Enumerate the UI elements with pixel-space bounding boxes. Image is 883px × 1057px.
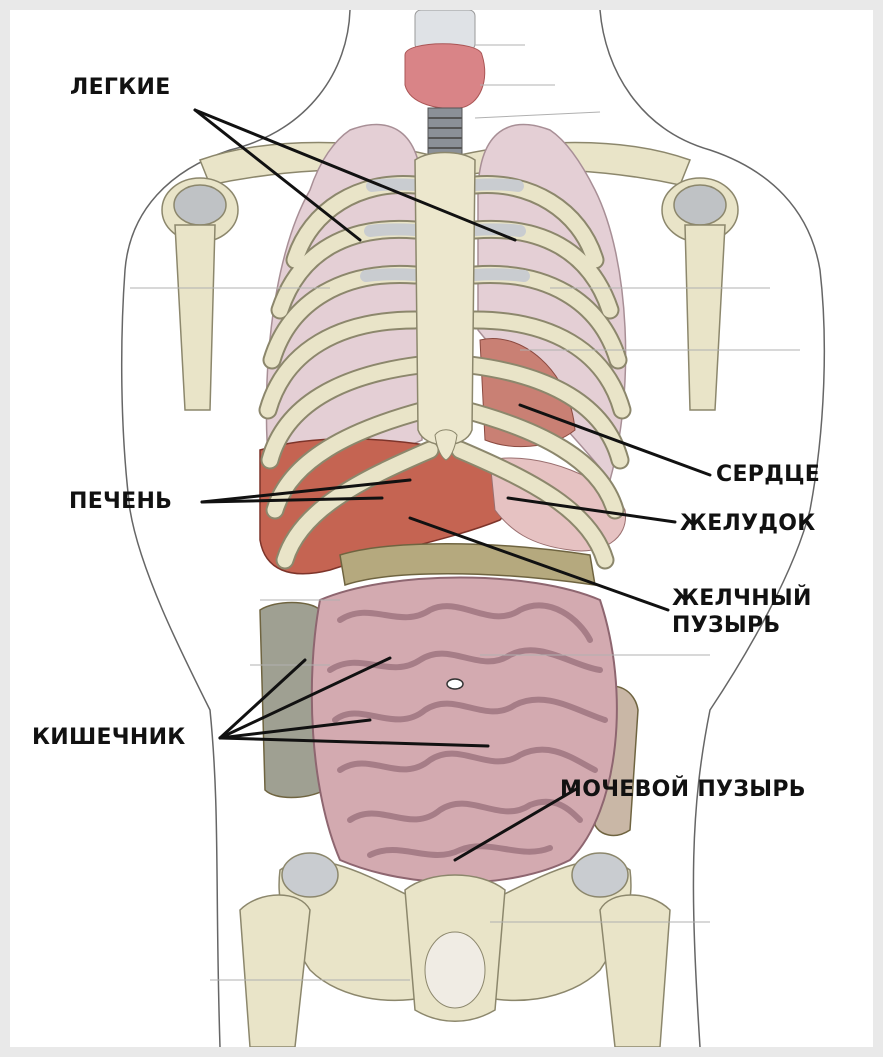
label-bladder: МОЧЕВОЙ ПУЗЫРЬ — [560, 778, 806, 802]
label-gallbladder-line1: ЖЕЛЧНЫЙ — [672, 587, 812, 611]
label-lungs: ЛЕГКИЕ — [70, 76, 171, 100]
label-stomach: ЖЕЛУДОК — [680, 512, 816, 536]
anatomy-figure: ЛЕГКИЕ СЕРДЦЕ ПЕЧЕНЬ ЖЕЛУДОК ЖЕЛЧНЫЙ ПУЗ… — [10, 10, 873, 1047]
label-heart: СЕРДЦЕ — [716, 463, 820, 487]
sternum — [415, 153, 475, 446]
bladder — [425, 932, 485, 1008]
label-intestine: КИШЕЧНИК — [32, 726, 186, 750]
small-intestine — [312, 578, 617, 883]
neck-structures — [405, 10, 485, 158]
label-liver: ПЕЧЕНЬ — [69, 490, 172, 514]
label-gallbladder-line2: ПУЗЫРЬ — [672, 614, 781, 638]
